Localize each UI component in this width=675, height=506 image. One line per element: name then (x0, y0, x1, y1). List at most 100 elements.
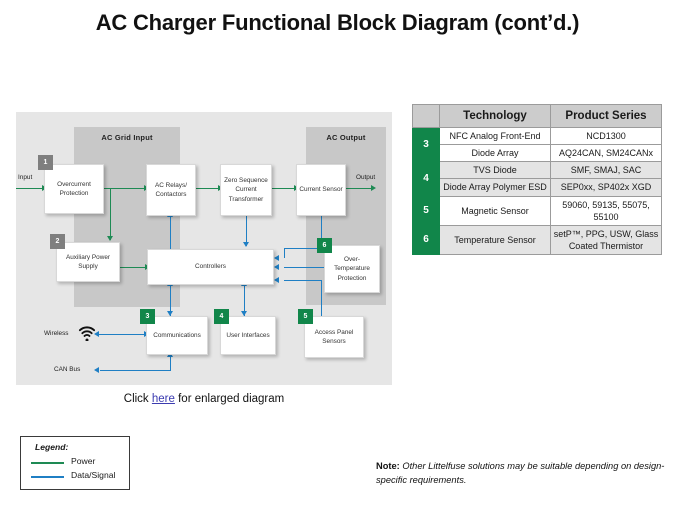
block-label-user-interfaces: User Interfaces (226, 331, 270, 339)
caption-prefix: Click (123, 393, 152, 405)
signal-line-controllers-to-relays (170, 216, 172, 252)
table-cell-index: 6 (412, 224, 440, 256)
table-header-technology: Technology (439, 104, 551, 128)
power-line-input (16, 188, 44, 190)
io-label-wireless: Wireless (44, 330, 69, 337)
signal-arrow-down-comms (166, 311, 173, 316)
block-label-zero-sequence-current-transformer: Zero Sequence Current Transformer (224, 177, 268, 203)
power-arrow-into-aux-supply (106, 236, 113, 241)
block-zero-sequence-current-transformer[interactable]: Zero Sequence Current Transformer (220, 164, 272, 216)
io-label-output: Output (356, 174, 376, 181)
power-line-sensor-to-output (346, 188, 374, 190)
enlarged-diagram-link[interactable]: here (151, 393, 175, 405)
table-cell-index: 3 (412, 126, 440, 163)
badge-6: 6 (317, 238, 332, 253)
page-title: AC Charger Functional Block Diagram (con… (95, 10, 580, 35)
block-label-access-panel-sensors: Access Panel Sensors (314, 328, 354, 345)
table-cell-index: 4 (412, 161, 440, 197)
table-cell-product-series: SEP0xx, SP402x XGD (550, 178, 662, 197)
table-cell-technology: NFC Analog Front-End (439, 126, 551, 146)
io-label-input: Input (18, 174, 33, 181)
block-overcurrent-protection[interactable]: Overcurrent Protection (44, 164, 104, 214)
table-cell-product-series: AQ24CAN, SM24CANx (550, 144, 662, 163)
io-label-can-bus: CAN Bus (54, 366, 81, 373)
signal-line-overtemp-to-controllers (284, 267, 324, 269)
table-cell-technology: TVS Diode (439, 161, 551, 180)
legend-swatch-power (31, 462, 64, 464)
power-line-branch-down (110, 188, 112, 240)
signal-arrow-into-controllers-top (274, 254, 279, 261)
signal-line-access-up (321, 280, 323, 318)
block-communications[interactable]: Communications (146, 316, 208, 355)
enlarged-diagram-caption: Click here for enlarged diagram (16, 393, 392, 405)
block-over-temperature-protection[interactable]: Over- Temperature Protection (324, 245, 380, 293)
block-label-ac-relays-contactors: AC Relays/ Contactors (155, 181, 187, 198)
block-label-current-sensor: Current Sensor (299, 186, 343, 194)
table-cell-product-series: setP™, PPG, USW, Glass Coated Thermistor (550, 224, 662, 256)
signal-line-controllers-comms (170, 284, 172, 316)
table-cell-technology: Temperature Sensor (439, 224, 551, 256)
table-cell-product-series: NCD1300 (550, 126, 662, 146)
table-header-product-series: Product Series (550, 104, 662, 128)
signal-arrow-to-wireless (94, 330, 99, 337)
badge-3: 3 (140, 309, 155, 324)
signal-arrow-into-controllers-bot (274, 276, 279, 283)
signal-line-can-left (100, 370, 171, 372)
badge-5: 5 (298, 309, 313, 324)
block-current-sensor[interactable]: Current Sensor (296, 164, 346, 216)
signal-arrow-down-ui (240, 311, 247, 316)
table-cell-product-series: 59060, 59135, 55075, 55100 (550, 195, 662, 226)
legend-label-power: Power (71, 456, 96, 466)
block-user-interfaces[interactable]: User Interfaces (220, 316, 276, 355)
signal-arrow-down-to-controllers (242, 242, 249, 247)
legend-label-data-signal: Data/Signal (71, 470, 116, 480)
power-arrow-output (371, 184, 376, 191)
table-cell-technology: Diode Array (439, 144, 551, 163)
power-line-zsct-to-sensor (272, 188, 296, 190)
wireless-icon (78, 326, 96, 341)
signal-line-wireless-comms (98, 334, 146, 336)
signal-line-sensor-down (321, 216, 323, 249)
power-line-aux-to-controllers (120, 267, 147, 269)
functional-block-diagram: AC Grid Input AC Output (16, 112, 392, 385)
caption-suffix: for enlarged diagram (174, 393, 285, 405)
signal-arrow-can-left (94, 366, 99, 373)
table-cell-technology: Diode Array Polymer ESD (439, 178, 551, 197)
legend-title: Legend: (35, 442, 69, 452)
signal-line-access-left (284, 280, 322, 282)
power-line-overcurrent-to-relays (104, 188, 146, 190)
group-label-ac-output: AC Output (326, 133, 366, 142)
block-controllers[interactable]: Controllers (147, 249, 274, 285)
note-label: Note: (376, 461, 400, 471)
legend-swatch-data-signal (31, 476, 64, 478)
block-label-overcurrent-protection: Overcurrent Protection (57, 180, 91, 197)
note-text: Other Littelfuse solutions may be suitab… (376, 461, 665, 486)
badge-1: 1 (38, 155, 53, 170)
table-header-index (412, 104, 440, 128)
signal-arrow-into-controllers-mid (274, 263, 279, 270)
table-cell-index: 5 (412, 195, 440, 226)
block-access-panel-sensors[interactable]: Access Panel Sensors (304, 316, 364, 358)
signal-line-can-up (170, 355, 172, 371)
block-auxiliary-power-supply[interactable]: Auxiliary Power Supply (56, 242, 120, 282)
block-label-over-temperature-protection: Over- Temperature Protection (334, 256, 370, 282)
block-label-communications: Communications (153, 331, 201, 339)
group-label-ac-grid-input: AC Grid Input (101, 133, 153, 142)
note: Note: Other Littelfuse solutions may be … (376, 459, 668, 488)
table-cell-technology: Magnetic Sensor (439, 195, 551, 226)
block-label-controllers: Controllers (195, 263, 226, 271)
legend: Legend: Power Data/Signal (20, 436, 130, 490)
signal-line-controllers-ui (244, 284, 246, 316)
block-ac-relays-contactors[interactable]: AC Relays/ Contactors (146, 164, 196, 216)
table-header-row: Technology Product Series (412, 104, 662, 128)
table-cell-product-series: SMF, SMAJ, SAC (550, 161, 662, 180)
block-label-auxiliary-power-supply: Auxiliary Power Supply (65, 253, 111, 270)
power-line-relays-to-zsct (196, 188, 220, 190)
